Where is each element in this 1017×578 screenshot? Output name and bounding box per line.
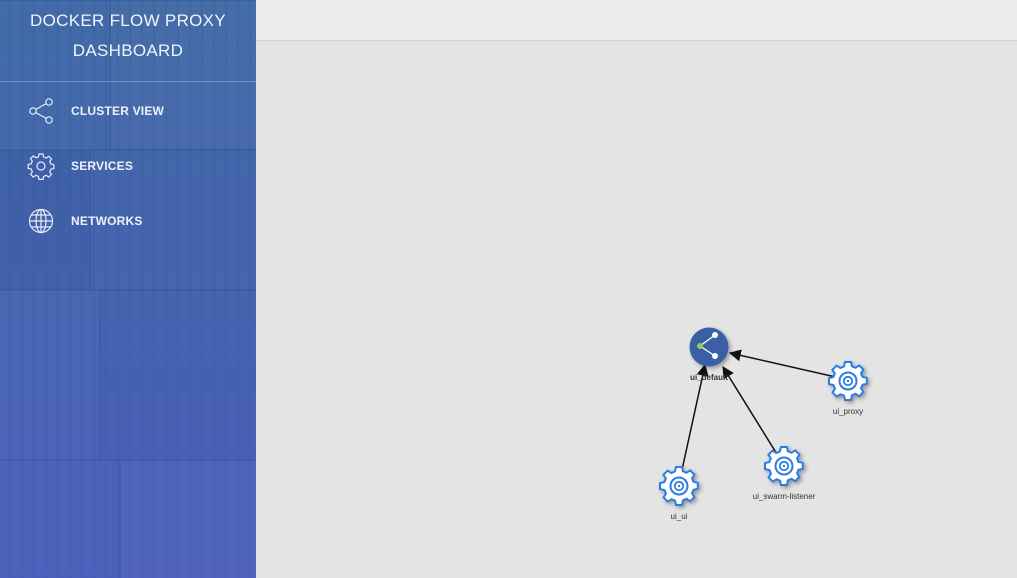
app-title-line1: DOCKER FLOW PROXY [30,11,226,30]
sidebar: DOCKER FLOW PROXY DASHBOARD CLUSTER VIEW… [0,0,256,578]
share-icon [29,98,53,124]
edge-ui-to-default [679,363,709,480]
sidebar-item-label: SERVICES [71,159,134,173]
globe-icon [28,208,54,234]
sidebar-item-label: NETWORKS [71,214,143,228]
service-node-ui-proxy[interactable]: ui_proxy [828,361,868,416]
gear-icon [828,361,868,401]
sidebar-divider [0,81,256,82]
gear-icon [659,466,699,506]
service-node-label: ui_proxy [833,407,863,416]
cluster-graph[interactable]: ui_default ui_proxy ui_swarm-listener ui… [256,41,1017,578]
app-title-line2: DASHBOARD [72,41,184,60]
network-node-ui-default[interactable]: ui_default [689,327,729,383]
gear-icon [764,446,804,486]
share-icon [697,332,718,359]
network-node-label: ui_default [690,373,728,382]
edge-swarm-listener-to-default [722,365,781,460]
top-bar [256,0,1017,41]
gear-icon [27,153,55,180]
service-node-ui-swarm-listener[interactable]: ui_swarm-listener [753,446,816,501]
service-node-label: ui_ui [671,512,688,521]
sidebar-item-cluster-view[interactable]: CLUSTER VIEW [0,91,256,131]
sidebar-item-services[interactable]: SERVICES [0,146,256,186]
service-node-ui-ui[interactable]: ui_ui [659,466,699,521]
app-title: DOCKER FLOW PROXY DASHBOARD [0,6,256,66]
service-node-label: ui_swarm-listener [753,492,816,501]
sidebar-item-label: CLUSTER VIEW [71,104,165,118]
shipping-containers-background [0,0,256,578]
edge-proxy-to-default [728,349,841,379]
sidebar-item-networks[interactable]: NETWORKS [0,201,256,241]
sidebar-color-overlay [0,0,256,578]
